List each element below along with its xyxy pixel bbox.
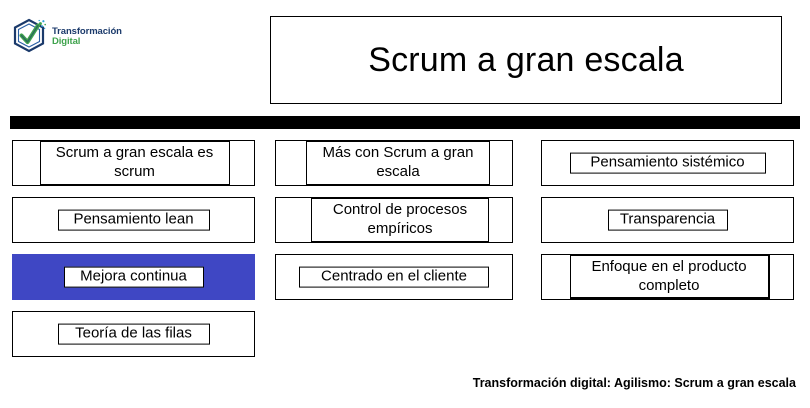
brand-wordmark: Transformación Digital bbox=[52, 27, 122, 47]
concept-card[interactable]: Pensamiento sistémico bbox=[541, 140, 794, 186]
concept-card-label: Mejora continua bbox=[63, 266, 204, 288]
column-3: Pensamiento sistémico Transparencia Enfo… bbox=[541, 140, 794, 311]
brand-line-1: Transformación bbox=[52, 26, 122, 38]
concept-card[interactable]: Control de procesos empíricos bbox=[275, 197, 513, 243]
concept-card[interactable]: Pensamiento lean bbox=[12, 197, 255, 243]
concept-card-label: Centrado en el cliente bbox=[299, 266, 489, 288]
header-divider-bar bbox=[10, 116, 800, 129]
concept-card[interactable]: Transparencia bbox=[541, 197, 794, 243]
column-2: Más con Scrum a gran escala Control de p… bbox=[275, 140, 513, 311]
concept-card-label: Teoría de las filas bbox=[57, 323, 210, 345]
page-title: Scrum a gran escala bbox=[368, 40, 684, 79]
footer-caption: Transformación digital: Agilismo: Scrum … bbox=[472, 376, 796, 390]
concept-card[interactable]: Enfoque en el producto completo bbox=[541, 254, 794, 300]
concept-card-label: Más con Scrum a gran escala bbox=[306, 141, 490, 185]
brand-logo: Transformación Digital bbox=[12, 18, 122, 56]
slide-title-box: Scrum a gran escala bbox=[270, 16, 782, 104]
concept-card[interactable]: Más con Scrum a gran escala bbox=[275, 140, 513, 186]
brand-line-2: Digital bbox=[52, 36, 81, 47]
concept-card-label: Enfoque en el producto completo bbox=[569, 255, 770, 299]
hexagon-checkmark-logo-icon bbox=[12, 18, 48, 56]
concept-card-label: Control de procesos empíricos bbox=[311, 198, 489, 242]
concept-card-label: Scrum a gran escala es scrum bbox=[39, 141, 230, 185]
concept-card[interactable]: Centrado en el cliente bbox=[275, 254, 513, 300]
concept-card-highlighted[interactable]: Mejora continua bbox=[12, 254, 255, 300]
concept-card-label: Transparencia bbox=[607, 209, 728, 231]
concept-card-label: Pensamiento sistémico bbox=[569, 152, 766, 174]
concept-card[interactable]: Teoría de las filas bbox=[12, 311, 255, 357]
concept-card-label: Pensamiento lean bbox=[57, 209, 210, 231]
concept-card[interactable]: Scrum a gran escala es scrum bbox=[12, 140, 255, 186]
column-1: Scrum a gran escala es scrum Pensamiento… bbox=[12, 140, 255, 368]
